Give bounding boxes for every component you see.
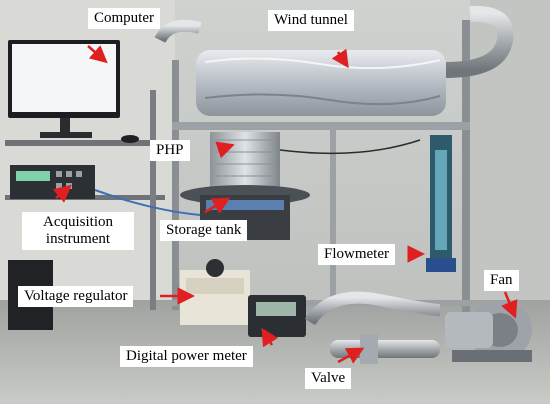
flowmeter-tube <box>435 150 447 250</box>
label-wind-tunnel: Wind tunnel <box>268 10 354 31</box>
digital-power-meter-display <box>256 302 296 316</box>
rack-shelf-upper <box>172 122 470 130</box>
desk-shelf-top <box>5 140 165 146</box>
voltage-regulator-knob <box>206 259 224 277</box>
label-digital-power-meter: Digital power meter <box>120 346 253 367</box>
flex-duct-top-right <box>445 5 514 78</box>
label-acquisition-instrument: Acquisition instrument <box>22 212 134 250</box>
valve-body <box>360 334 378 364</box>
valve-pipe <box>330 340 440 358</box>
flowmeter-base <box>426 258 456 272</box>
arrow-wind-tunnel <box>331 48 349 69</box>
label-computer: Computer <box>88 8 160 29</box>
monitor-screen <box>12 44 116 112</box>
label-php: PHP <box>150 140 190 161</box>
arrow-php <box>215 141 235 159</box>
label-acquisition-instrument-line-1: Acquisition <box>43 214 113 230</box>
rack-post-middle <box>330 130 336 305</box>
php-unit <box>210 132 280 187</box>
arrow-acquisition-instrument <box>52 184 72 203</box>
monitor-stand <box>60 118 70 134</box>
arrow-valve <box>337 347 365 364</box>
acquisition-instrument-body <box>10 165 95 199</box>
label-flowmeter: Flowmeter <box>318 244 395 265</box>
acquisition-instrument-display <box>16 171 50 181</box>
mouse <box>121 135 139 143</box>
flex-duct-top-left <box>154 19 202 44</box>
arrow-digital-power-meter <box>261 327 279 348</box>
label-acquisition-instrument-line-2: instrument <box>45 231 111 247</box>
rack-post-left <box>172 60 179 310</box>
flex-pipe-lower <box>304 291 441 326</box>
fan-base <box>452 350 532 362</box>
wind-tunnel-duct <box>196 50 446 116</box>
label-voltage-regulator: Voltage regulator <box>18 286 134 307</box>
monitor-base <box>40 132 92 138</box>
label-valve: Valve <box>305 368 352 389</box>
rack-post-right <box>462 20 470 330</box>
fan-motor <box>445 312 493 348</box>
label-storage-tank: Storage tank <box>160 220 248 241</box>
arrow-fan <box>501 291 518 319</box>
desk-post <box>150 90 156 310</box>
arrow-storage-tank <box>204 197 231 214</box>
arrow-computer <box>87 45 108 64</box>
label-fan: Fan <box>484 270 519 291</box>
